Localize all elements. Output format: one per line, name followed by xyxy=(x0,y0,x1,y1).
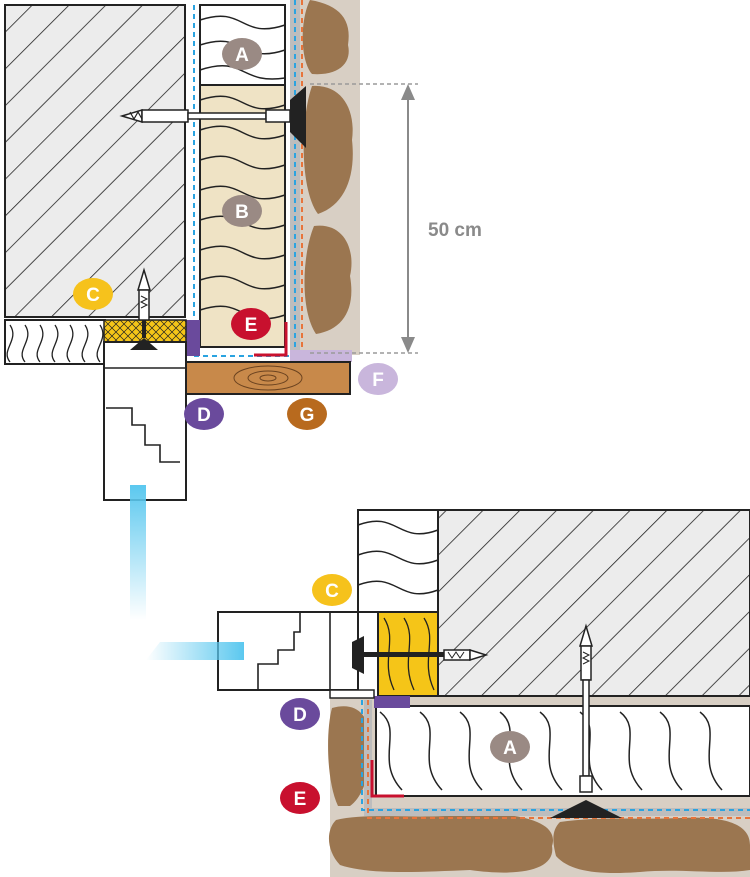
badge-c-top: C xyxy=(73,278,113,310)
badge-b: B xyxy=(222,195,262,227)
vapor-membrane-orange-bottom xyxy=(367,700,750,819)
badge-g: G xyxy=(287,398,327,430)
svg-text:B: B xyxy=(235,202,249,223)
concrete-slab-bottom xyxy=(437,509,750,697)
concrete-wall-top xyxy=(4,4,186,318)
air-flow-horizontal xyxy=(146,642,244,660)
anchor-screw-top xyxy=(119,86,306,148)
svg-text:E: E xyxy=(294,789,307,810)
svg-text:D: D xyxy=(293,705,307,726)
badge-d-bottom: D xyxy=(280,698,320,730)
anchor-screw-vertical-top xyxy=(130,267,158,350)
seal-e-top xyxy=(254,322,288,357)
svg-text:C: C xyxy=(86,285,100,306)
badge-f: F xyxy=(358,363,398,395)
svg-text:E: E xyxy=(245,315,258,336)
badge-d-top: D xyxy=(184,398,224,430)
svg-text:C: C xyxy=(325,581,339,602)
stone-wall-top xyxy=(298,0,360,355)
dimension-label: 50 cm xyxy=(428,220,482,241)
joint-d-top xyxy=(186,320,200,356)
anchor-screw-vertical-bottom xyxy=(550,623,622,818)
badge-a-top: A xyxy=(222,38,262,70)
insulation-strip-top xyxy=(4,319,106,365)
svg-text:F: F xyxy=(372,370,384,391)
membrane-strip-top xyxy=(290,0,300,356)
svg-text:A: A xyxy=(235,45,249,66)
badge-a-bottom: A xyxy=(490,731,530,763)
strip-f-top xyxy=(290,350,352,362)
seal-e-bottom xyxy=(370,760,404,798)
joint-d-bottom xyxy=(374,696,410,708)
svg-text:G: G xyxy=(300,405,315,426)
vapor-membrane-blue-bottom xyxy=(361,700,750,811)
dimension-50cm: 50 cm xyxy=(310,83,482,354)
wood-board-g xyxy=(185,361,351,395)
svg-text:A: A xyxy=(503,738,517,759)
window-frame-top xyxy=(103,341,187,501)
insulation-stack-bottom xyxy=(357,509,439,613)
badge-c-bottom: C xyxy=(312,574,352,606)
badge-e-bottom: E xyxy=(280,782,320,814)
insulation-a-bottom xyxy=(375,705,750,797)
bottom-detail xyxy=(146,509,750,877)
svg-text:D: D xyxy=(197,405,211,426)
anchor-screw-bottom xyxy=(352,636,489,674)
air-flow-vertical xyxy=(130,485,146,620)
badge-e-top: E xyxy=(231,308,271,340)
